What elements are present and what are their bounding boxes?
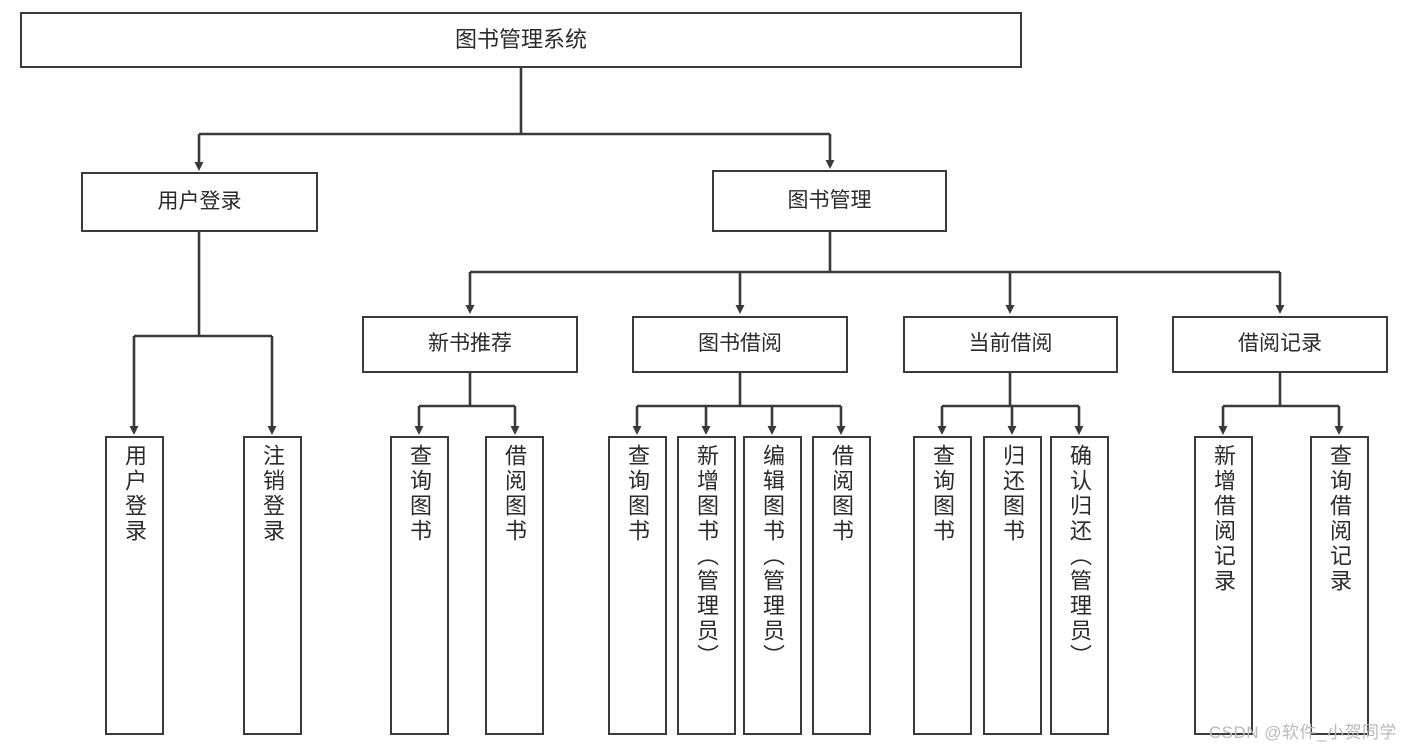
node-leaf-query-book-3[interactable]: 查询图书 — [913, 436, 972, 735]
node-leaf-query-record-label: 查询借阅记录 — [1327, 444, 1353, 594]
node-leaf-logout-login[interactable]: 注销登录 — [243, 436, 302, 735]
node-root-label: 图书管理系统 — [454, 27, 587, 53]
node-leaf-edit-book-label: 编辑图书（管理员） — [760, 444, 786, 669]
node-leaf-edit-book[interactable]: 编辑图书（管理员） — [743, 436, 802, 735]
node-leaf-return-book-label: 归还图书 — [1000, 444, 1026, 544]
node-leaf-borrow-book-1-label: 借阅图书 — [502, 444, 528, 544]
node-leaf-return-book[interactable]: 归还图书 — [983, 436, 1042, 735]
node-leaf-user-login[interactable]: 用户登录 — [105, 436, 164, 735]
node-leaf-query-book-3-label: 查询图书 — [930, 444, 956, 544]
node-leaf-query-book-1-label: 查询图书 — [407, 444, 433, 544]
node-current-borrow[interactable]: 当前借阅 — [903, 316, 1118, 373]
watermark: CSDN @软件_小贺同学 — [1208, 723, 1397, 742]
node-user-login[interactable]: 用户登录 — [81, 172, 318, 232]
node-leaf-borrow-book-2-label: 借阅图书 — [829, 444, 855, 544]
node-leaf-borrow-book-1[interactable]: 借阅图书 — [485, 436, 544, 735]
node-leaf-add-record-label: 新增借阅记录 — [1211, 444, 1237, 594]
node-leaf-add-record[interactable]: 新增借阅记录 — [1194, 436, 1253, 735]
node-leaf-query-book-1[interactable]: 查询图书 — [390, 436, 449, 735]
node-root[interactable]: 图书管理系统 — [20, 12, 1022, 68]
node-leaf-query-book-2[interactable]: 查询图书 — [608, 436, 667, 735]
node-book-borrow[interactable]: 图书借阅 — [632, 316, 848, 373]
node-leaf-logout-login-label: 注销登录 — [260, 444, 286, 544]
node-borrow-record-label: 借阅记录 — [1238, 332, 1322, 356]
node-leaf-query-record[interactable]: 查询借阅记录 — [1310, 436, 1369, 735]
node-leaf-add-book[interactable]: 新增图书（管理员） — [677, 436, 736, 735]
node-leaf-confirm-return[interactable]: 确认归还（管理员） — [1050, 436, 1109, 735]
node-leaf-query-book-2-label: 查询图书 — [625, 444, 651, 544]
node-new-book-rec-label: 新书推荐 — [428, 332, 512, 356]
node-leaf-add-book-label: 新增图书（管理员） — [694, 444, 720, 669]
node-leaf-borrow-book-2[interactable]: 借阅图书 — [812, 436, 871, 735]
node-new-book-rec[interactable]: 新书推荐 — [362, 316, 578, 373]
node-borrow-record[interactable]: 借阅记录 — [1172, 316, 1388, 373]
node-book-borrow-label: 图书借阅 — [698, 332, 782, 356]
node-leaf-user-login-label: 用户登录 — [122, 444, 148, 544]
node-book-manage[interactable]: 图书管理 — [712, 170, 947, 232]
node-book-manage-label: 图书管理 — [787, 188, 872, 212]
node-current-borrow-label: 当前借阅 — [968, 332, 1053, 356]
node-leaf-confirm-return-label: 确认归还（管理员） — [1067, 444, 1093, 669]
node-user-login-label: 用户登录 — [157, 189, 242, 213]
